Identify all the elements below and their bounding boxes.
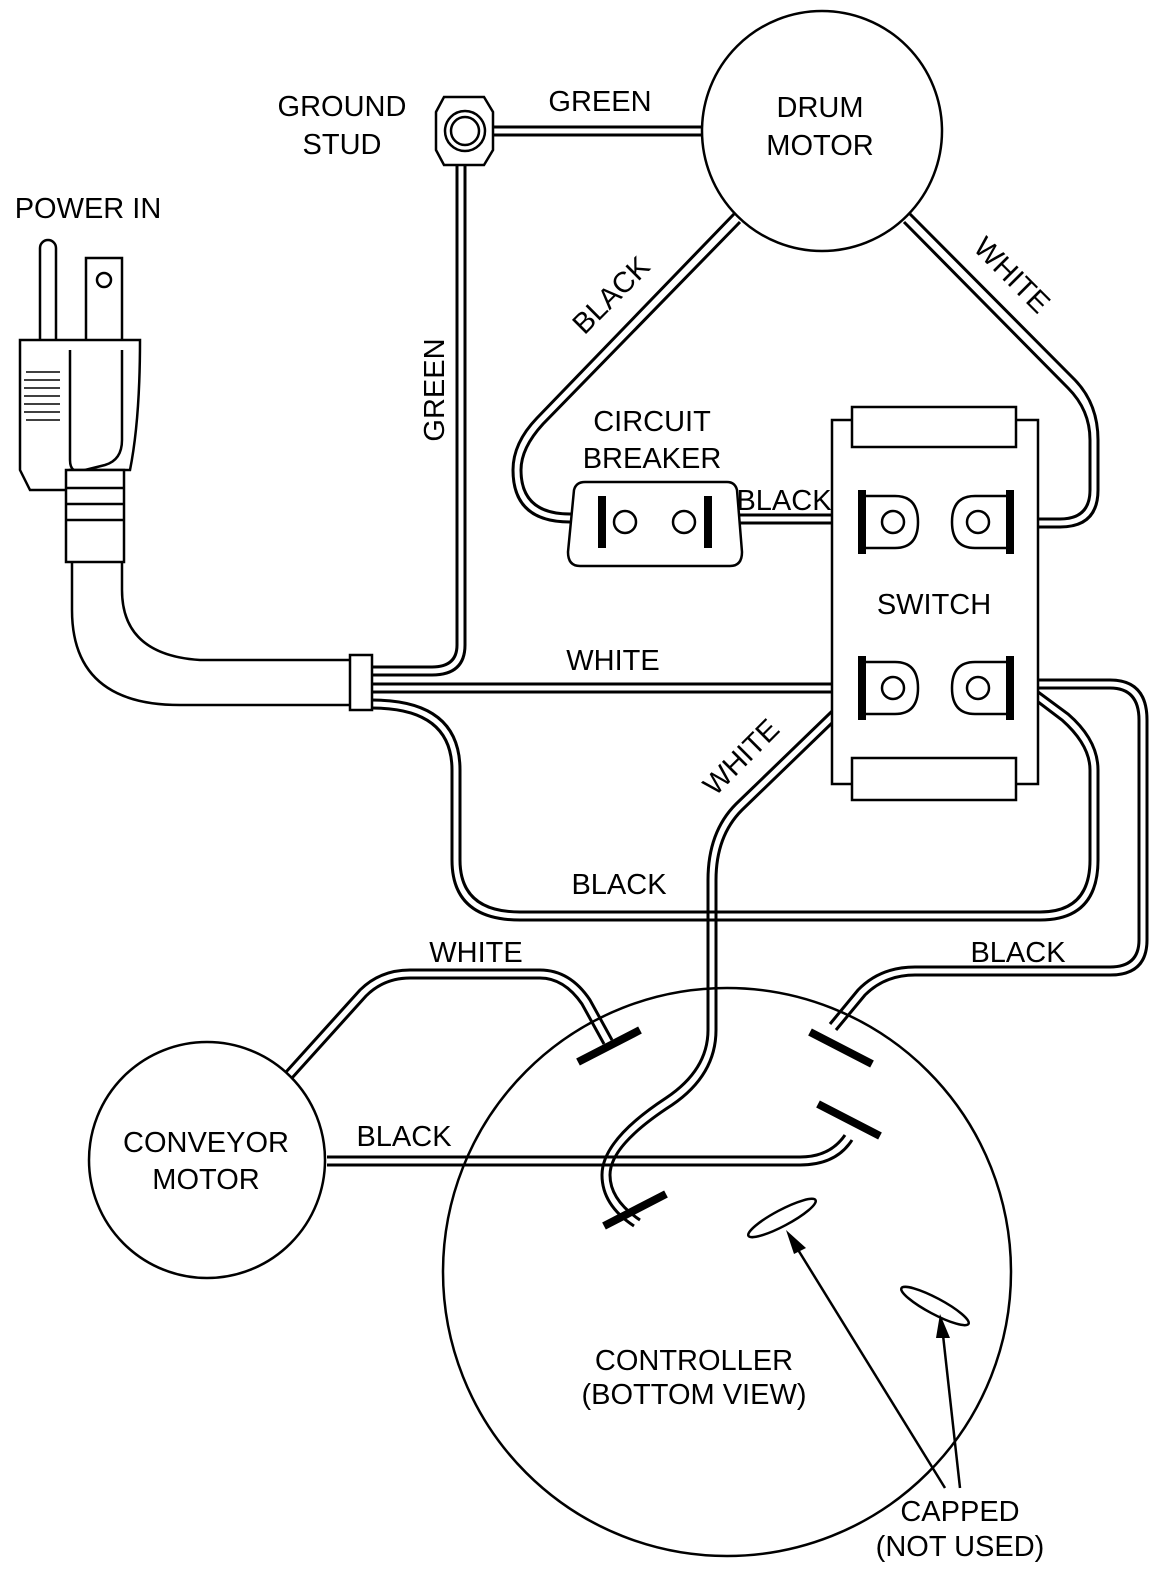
power-in-label: POWER IN — [15, 193, 162, 225]
circuit-breaker — [566, 480, 744, 568]
controller-label-line1: CONTROLLER — [595, 1345, 793, 1377]
wire-ground-to-drum — [494, 125, 712, 137]
wire-label-switch-to-controller: WHITE — [697, 713, 786, 802]
power-cord — [70, 560, 374, 712]
wires — [284, 125, 1149, 1228]
wire-label-ground-vertical: GREEN — [419, 338, 451, 441]
wire-power-white — [372, 682, 860, 694]
controller-terminals — [576, 1026, 971, 1327]
wire-label-drum-to-switch: WHITE — [967, 231, 1056, 320]
wire-label-power-black: BLACK — [571, 869, 667, 901]
drum-motor-label-line1: DRUM — [777, 92, 864, 124]
conveyor-motor-label-line2: MOTOR — [152, 1164, 259, 1196]
power-plug-icon — [18, 238, 142, 564]
circuit-breaker-label-line1: CIRCUIT — [593, 406, 711, 438]
ground-stud-label-line2: STUD — [303, 129, 382, 161]
capped-arrows — [786, 1230, 962, 1489]
drum-motor — [700, 9, 944, 253]
wire-conveyor-black — [327, 1134, 854, 1167]
wire-label-drum-to-breaker: BLACK — [567, 250, 657, 340]
wire-label-ground-to-drum: GREEN — [548, 86, 651, 118]
controller-label-line2: (BOTTOM VIEW) — [581, 1379, 806, 1411]
wire-switch-to-controller — [600, 686, 864, 1228]
wire-label-controller-black: BLACK — [970, 937, 1066, 969]
controller — [441, 986, 1013, 1558]
ground-stud-icon — [434, 95, 495, 167]
conveyor-motor — [87, 1040, 327, 1280]
wire-power-black — [371, 684, 1100, 922]
wire-ground-vertical — [372, 165, 467, 677]
capped-label-line1: CAPPED — [900, 1496, 1019, 1528]
drum-motor-label-line2: MOTOR — [766, 130, 873, 162]
circuit-breaker-label-line2: BREAKER — [583, 443, 722, 475]
wire-label-power-white: WHITE — [566, 645, 659, 677]
conveyor-motor-label-line1: CONVEYOR — [123, 1127, 289, 1159]
wire-controller-black — [828, 678, 1149, 1031]
component-labels: GROUND STUD POWER IN DRUM MOTOR CIRCUIT … — [15, 91, 1045, 1563]
wire-drum-to-switch — [902, 212, 1100, 529]
switch-label: SWITCH — [877, 589, 991, 621]
wire-label-conveyor-white: WHITE — [429, 937, 522, 969]
wire-drum-to-breaker — [511, 212, 742, 524]
wire-label-conveyor-black: BLACK — [356, 1121, 452, 1153]
capped-label-line2: (NOT USED) — [876, 1531, 1045, 1563]
ground-stud-label-line1: GROUND — [278, 91, 407, 123]
wire-conveyor-white — [284, 968, 614, 1080]
wire-label-breaker-to-switch: BLACK — [736, 485, 832, 517]
switch — [830, 405, 1040, 802]
